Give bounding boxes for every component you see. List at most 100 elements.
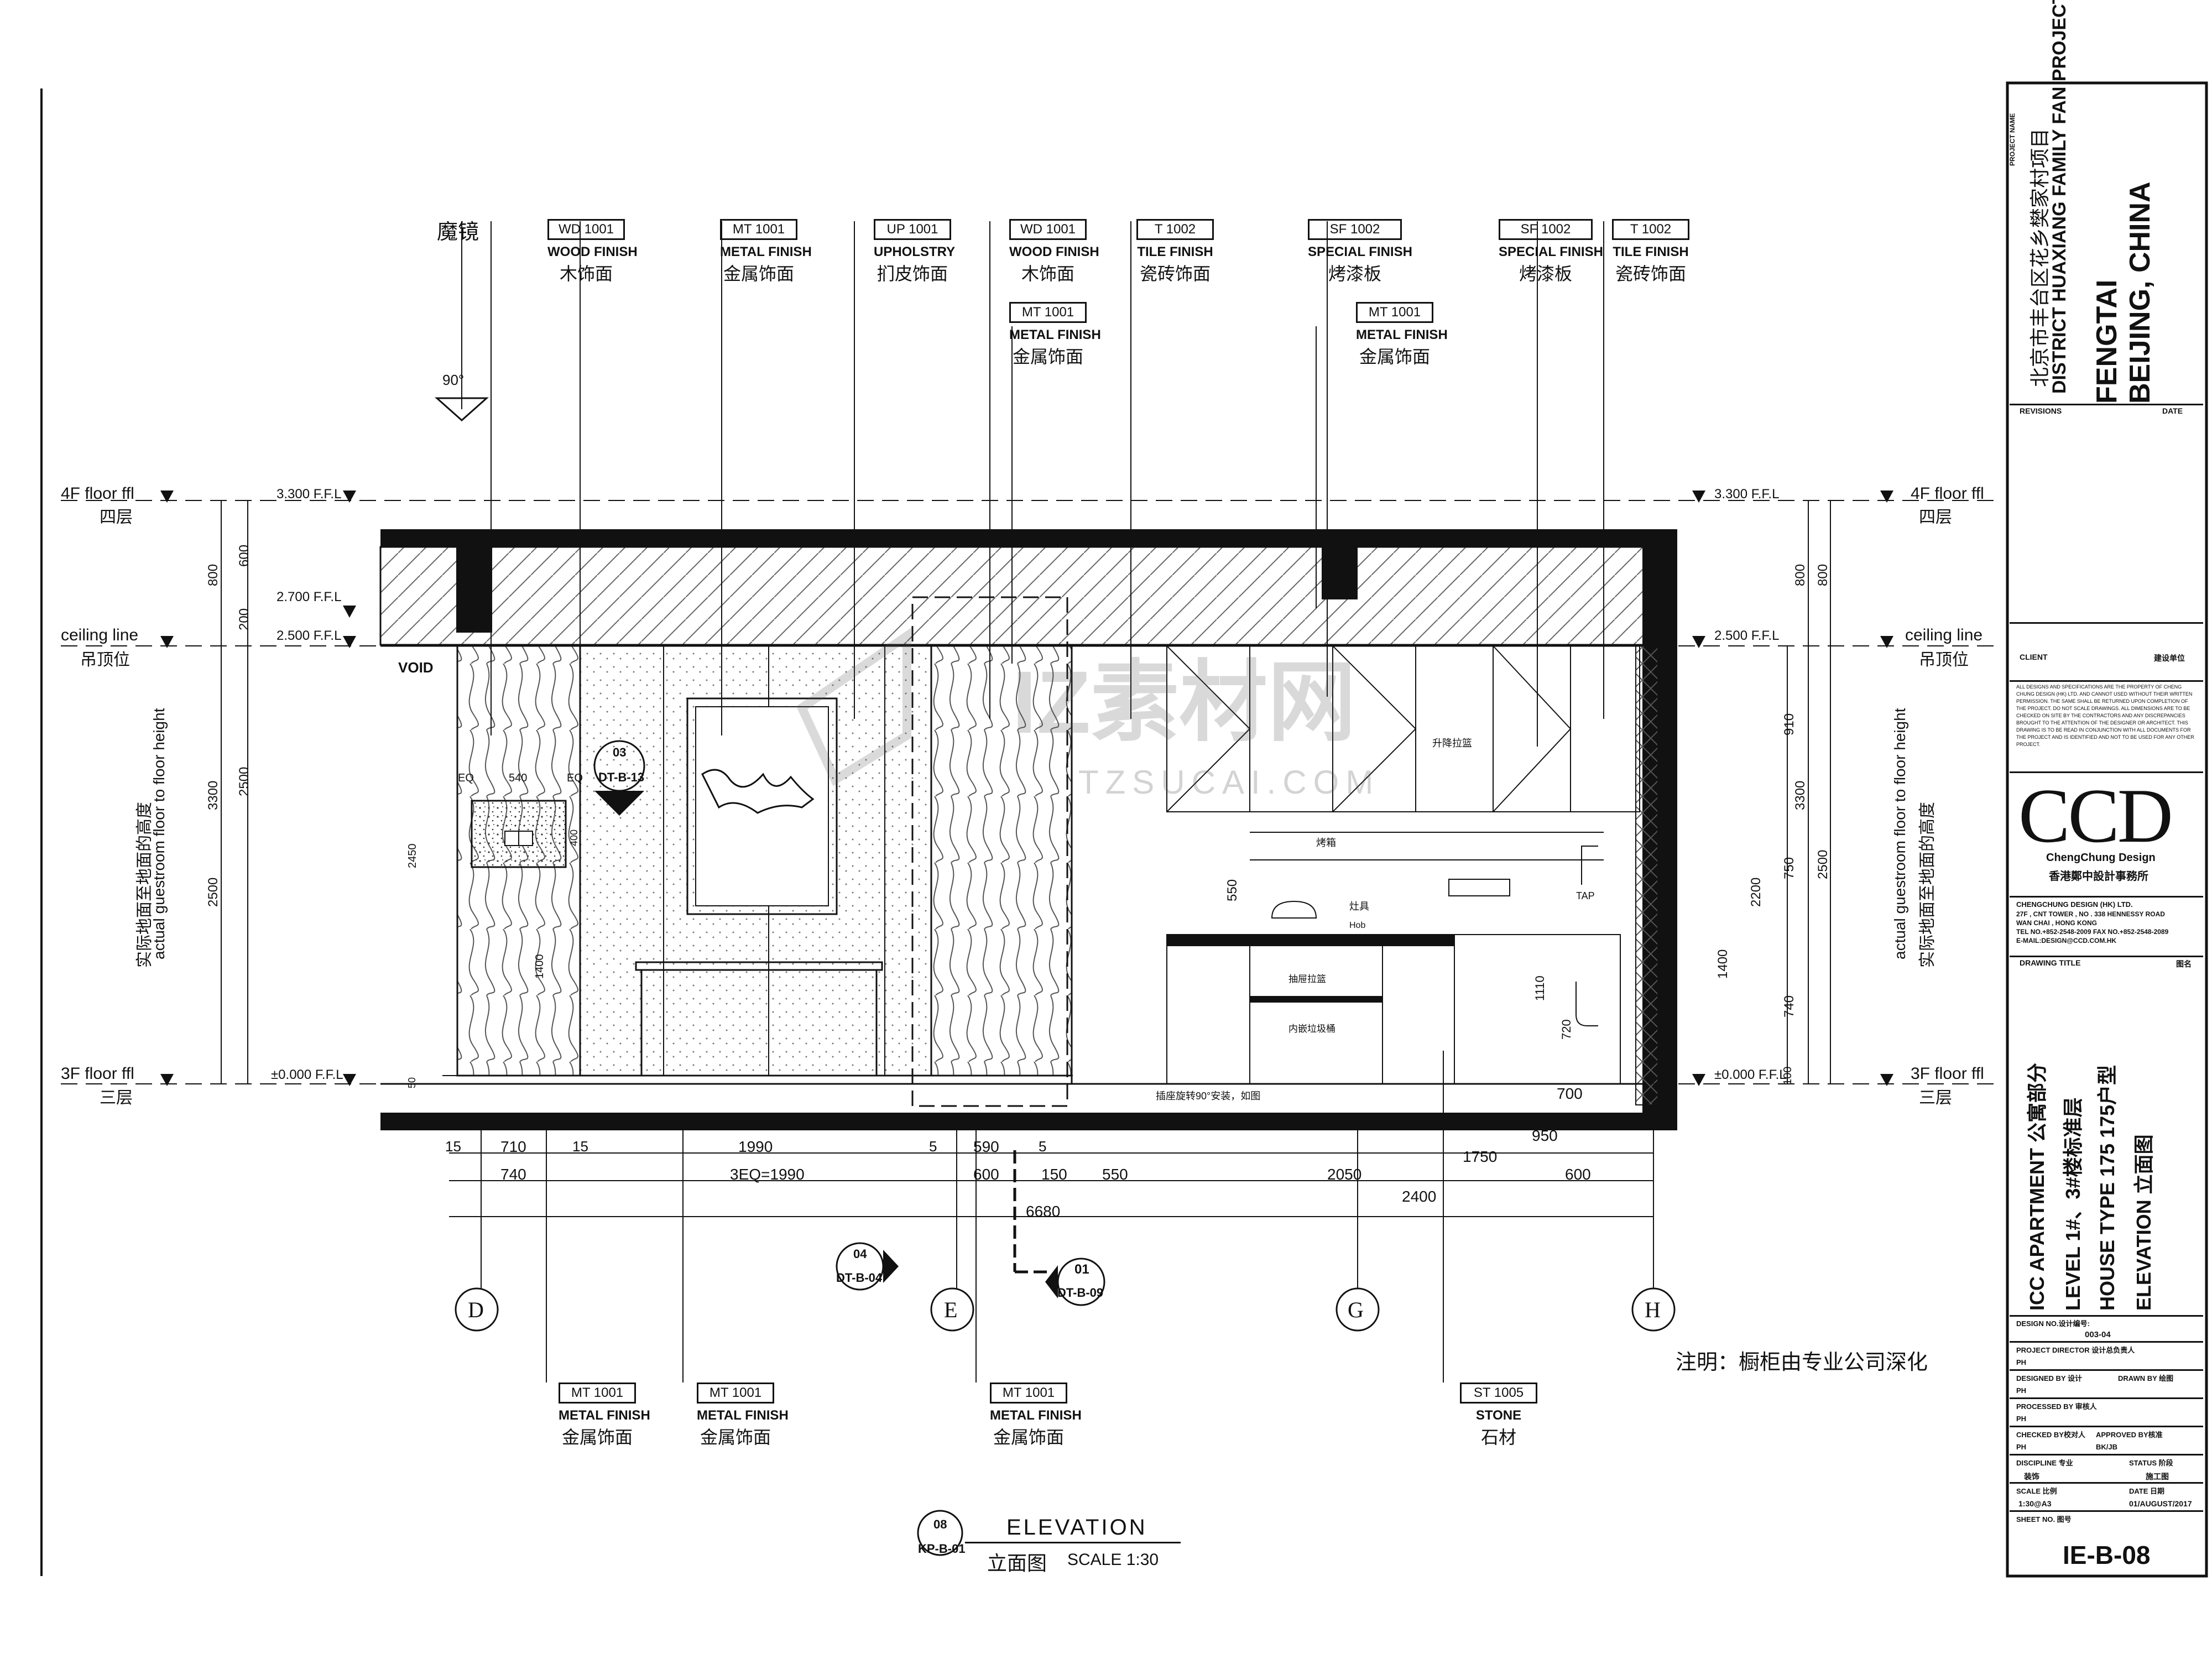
note-pull-basket: 升降拉篮	[1432, 738, 1472, 749]
note-hob-en: Hob	[1349, 921, 1366, 930]
tb-status-label: STATUS 阶段	[2129, 1459, 2173, 1467]
dim-710: 710	[500, 1138, 526, 1155]
dim-400: 400	[568, 829, 580, 846]
dim-v-800-right-b: 800	[1815, 564, 1830, 586]
ffl-2500-right: 2.500 F.F.L	[1714, 628, 1780, 643]
grid-label-h: H	[1645, 1297, 1661, 1322]
dim-740: 740	[500, 1166, 526, 1183]
tb-checked-label: CHECKED BY校对人	[2016, 1431, 2085, 1439]
tb-title-2: LEVEL 1#、3#楼标准层	[2062, 1097, 2084, 1311]
tb-email: E-MAIL:DESIGN@CCD.COM.HK	[2016, 937, 2117, 945]
level-ceiling-left-cn: 吊顶位	[80, 651, 130, 669]
callout-top-3: UP 1001 UPHOLSTRY 扪皮饰面	[874, 219, 955, 285]
dim-1400: 1400	[534, 954, 546, 979]
dim-eq-2: EQ	[567, 772, 583, 784]
ffl-2700-left: 2.700 F.F.L	[276, 589, 342, 604]
callout-top2-1: MT 1001 METAL FINISH 金属饰面	[1009, 302, 1101, 368]
void-label: VOID	[398, 659, 434, 676]
tb-approved-label: APPROVED BY核准	[2096, 1431, 2163, 1439]
callout-top-4: WD 1001 WOOD FINISH 木饰面	[1009, 219, 1099, 285]
tb-city1: FENGTAI	[2091, 279, 2123, 404]
level-ceiling-right: ceiling line	[1905, 626, 1983, 644]
dim-600-a: 600	[973, 1166, 999, 1183]
grid-h	[1631, 1287, 1676, 1332]
level-ceiling-left: ceiling line	[61, 626, 139, 644]
tb-design-no: 003-04	[2085, 1330, 2111, 1339]
level-3f-right-cn: 三层	[1919, 1089, 1952, 1107]
tb-drawing-title: DRAWING TITLE	[2020, 958, 2081, 967]
watermark	[796, 627, 911, 786]
tb-sheet: IE-B-08	[2063, 1541, 2151, 1569]
dim-740: 740	[1782, 995, 1797, 1018]
tb-logo: CCD	[2018, 773, 2173, 859]
dim-700: 700	[1557, 1085, 1583, 1102]
tb-title-3: HOUSE TYPE 175 175户型	[2096, 1065, 2119, 1311]
cabinet-note: 注明：橱柜由专业公司深化	[1676, 1351, 1928, 1374]
tb-revisions: REVISIONS	[2020, 406, 2062, 415]
dim-v-800-right-a: 800	[1793, 564, 1808, 586]
dim-v-200-left: 200	[237, 608, 252, 630]
kitchen-cabinets	[1166, 645, 1640, 1084]
dim-3eq: 3EQ=1990	[730, 1166, 805, 1183]
note-drawer: 抽屉拉篮	[1288, 974, 1326, 984]
tb-processed: PH	[2016, 1415, 2027, 1423]
callout-top-6: SF 1002 SPECIAL FINISH 烤漆板	[1308, 219, 1412, 285]
section-01-num: 01	[1074, 1262, 1089, 1277]
dim-550: 550	[1225, 879, 1240, 901]
dim-v-2500-left-b: 2500	[206, 877, 221, 907]
ffl-0-left: ±0.000 F.F.L	[271, 1067, 343, 1082]
tb-project-name-label: PROJECT NAME	[2008, 113, 2016, 166]
level-ceiling-right-cn: 吊顶位	[1919, 651, 1969, 669]
tb-approved: BK/JB	[2096, 1443, 2118, 1451]
bottom-slab	[380, 1113, 1677, 1130]
angle-label: 90°	[442, 372, 465, 388]
tb-city2: BEIJING, CHINA	[2124, 181, 2156, 404]
dim-v-3300-right: 3300	[1793, 780, 1808, 810]
tb-designed-label: DESIGNED BY 设计	[2016, 1374, 2082, 1383]
section-04-ref: DT-B-04	[836, 1271, 883, 1285]
dim-v-800-left: 800	[206, 564, 221, 586]
tb-disclaimer: ALL DESIGNS AND SPECIFICATIONS ARE THE P…	[2016, 684, 2194, 747]
tb-checked: PH	[2016, 1443, 2027, 1451]
dim-1750: 1750	[1463, 1148, 1498, 1165]
title-mark-num: 08	[933, 1517, 947, 1531]
height-label-en-left: actual guestroom floor to floor height	[150, 708, 168, 959]
ceiling-hatch	[379, 546, 1653, 646]
tb-company: CHENGCHUNG DESIGN (HK) LTD.	[2016, 900, 2133, 909]
height-label-en-right: actual guestroom floor to floor height	[1891, 708, 1908, 959]
grid-g	[1335, 1287, 1380, 1332]
tb-addr1: 27F , CNT TOWER , NO . 338 HENNESSY ROAD	[2016, 910, 2165, 918]
tb-sheet-label: SHEET NO. 图号	[2016, 1515, 2072, 1524]
dim-v-2500-right: 2500	[1815, 849, 1830, 879]
dim-150: 150	[1041, 1166, 1067, 1183]
dim-15-b: 15	[572, 1138, 588, 1155]
callout-top-2: MT 1001 METAL FINISH 金属饰面	[720, 219, 812, 285]
callout-top-1: WD 1001 WOOD FINISH 木饰面	[547, 219, 638, 285]
height-label-cn-right: 实际地面至地面的高度	[1918, 802, 1937, 968]
dim-2200: 2200	[1749, 877, 1764, 907]
artwork-frame	[686, 697, 838, 915]
dim-750: 750	[1782, 857, 1797, 879]
tb-tel: TEL NO.+852-2548-2009 FAX NO.+852-2548-2…	[2016, 928, 2169, 936]
section-01-ref: DT-B-09	[1057, 1286, 1104, 1300]
ffl-3300-left: 3.300 F.F.L	[276, 487, 342, 502]
top-slab	[380, 529, 1677, 547]
tb-status: 施工图	[2146, 1472, 2169, 1481]
title-block-frame	[2006, 81, 2208, 1578]
section-03-ref: DT-B-13	[598, 770, 645, 784]
dim-950: 950	[1532, 1127, 1558, 1144]
level-4f-left: 4F floor ffl	[61, 484, 134, 503]
section-04-num: 04	[853, 1247, 867, 1261]
dim-1110: 1110	[1533, 975, 1547, 1001]
title-scale: SCALE 1:30	[1067, 1551, 1159, 1569]
section-03-num: 03	[613, 745, 627, 759]
note-socket: 插座旋转90°安装，如图	[1156, 1091, 1261, 1102]
note-bin: 内嵌垃圾桶	[1288, 1024, 1335, 1034]
grid-e	[930, 1287, 974, 1332]
ffl-3300-right: 3.300 F.F.L	[1714, 487, 1780, 502]
tb-logo-sub2: 香港鄭中設計事務所	[2049, 870, 2148, 883]
dim-540: 540	[509, 772, 528, 784]
dim-2400: 2400	[1402, 1188, 1437, 1205]
dim-590: 590	[973, 1138, 999, 1155]
tb-drawn-label: DRAWN BY 绘图	[2118, 1374, 2174, 1383]
